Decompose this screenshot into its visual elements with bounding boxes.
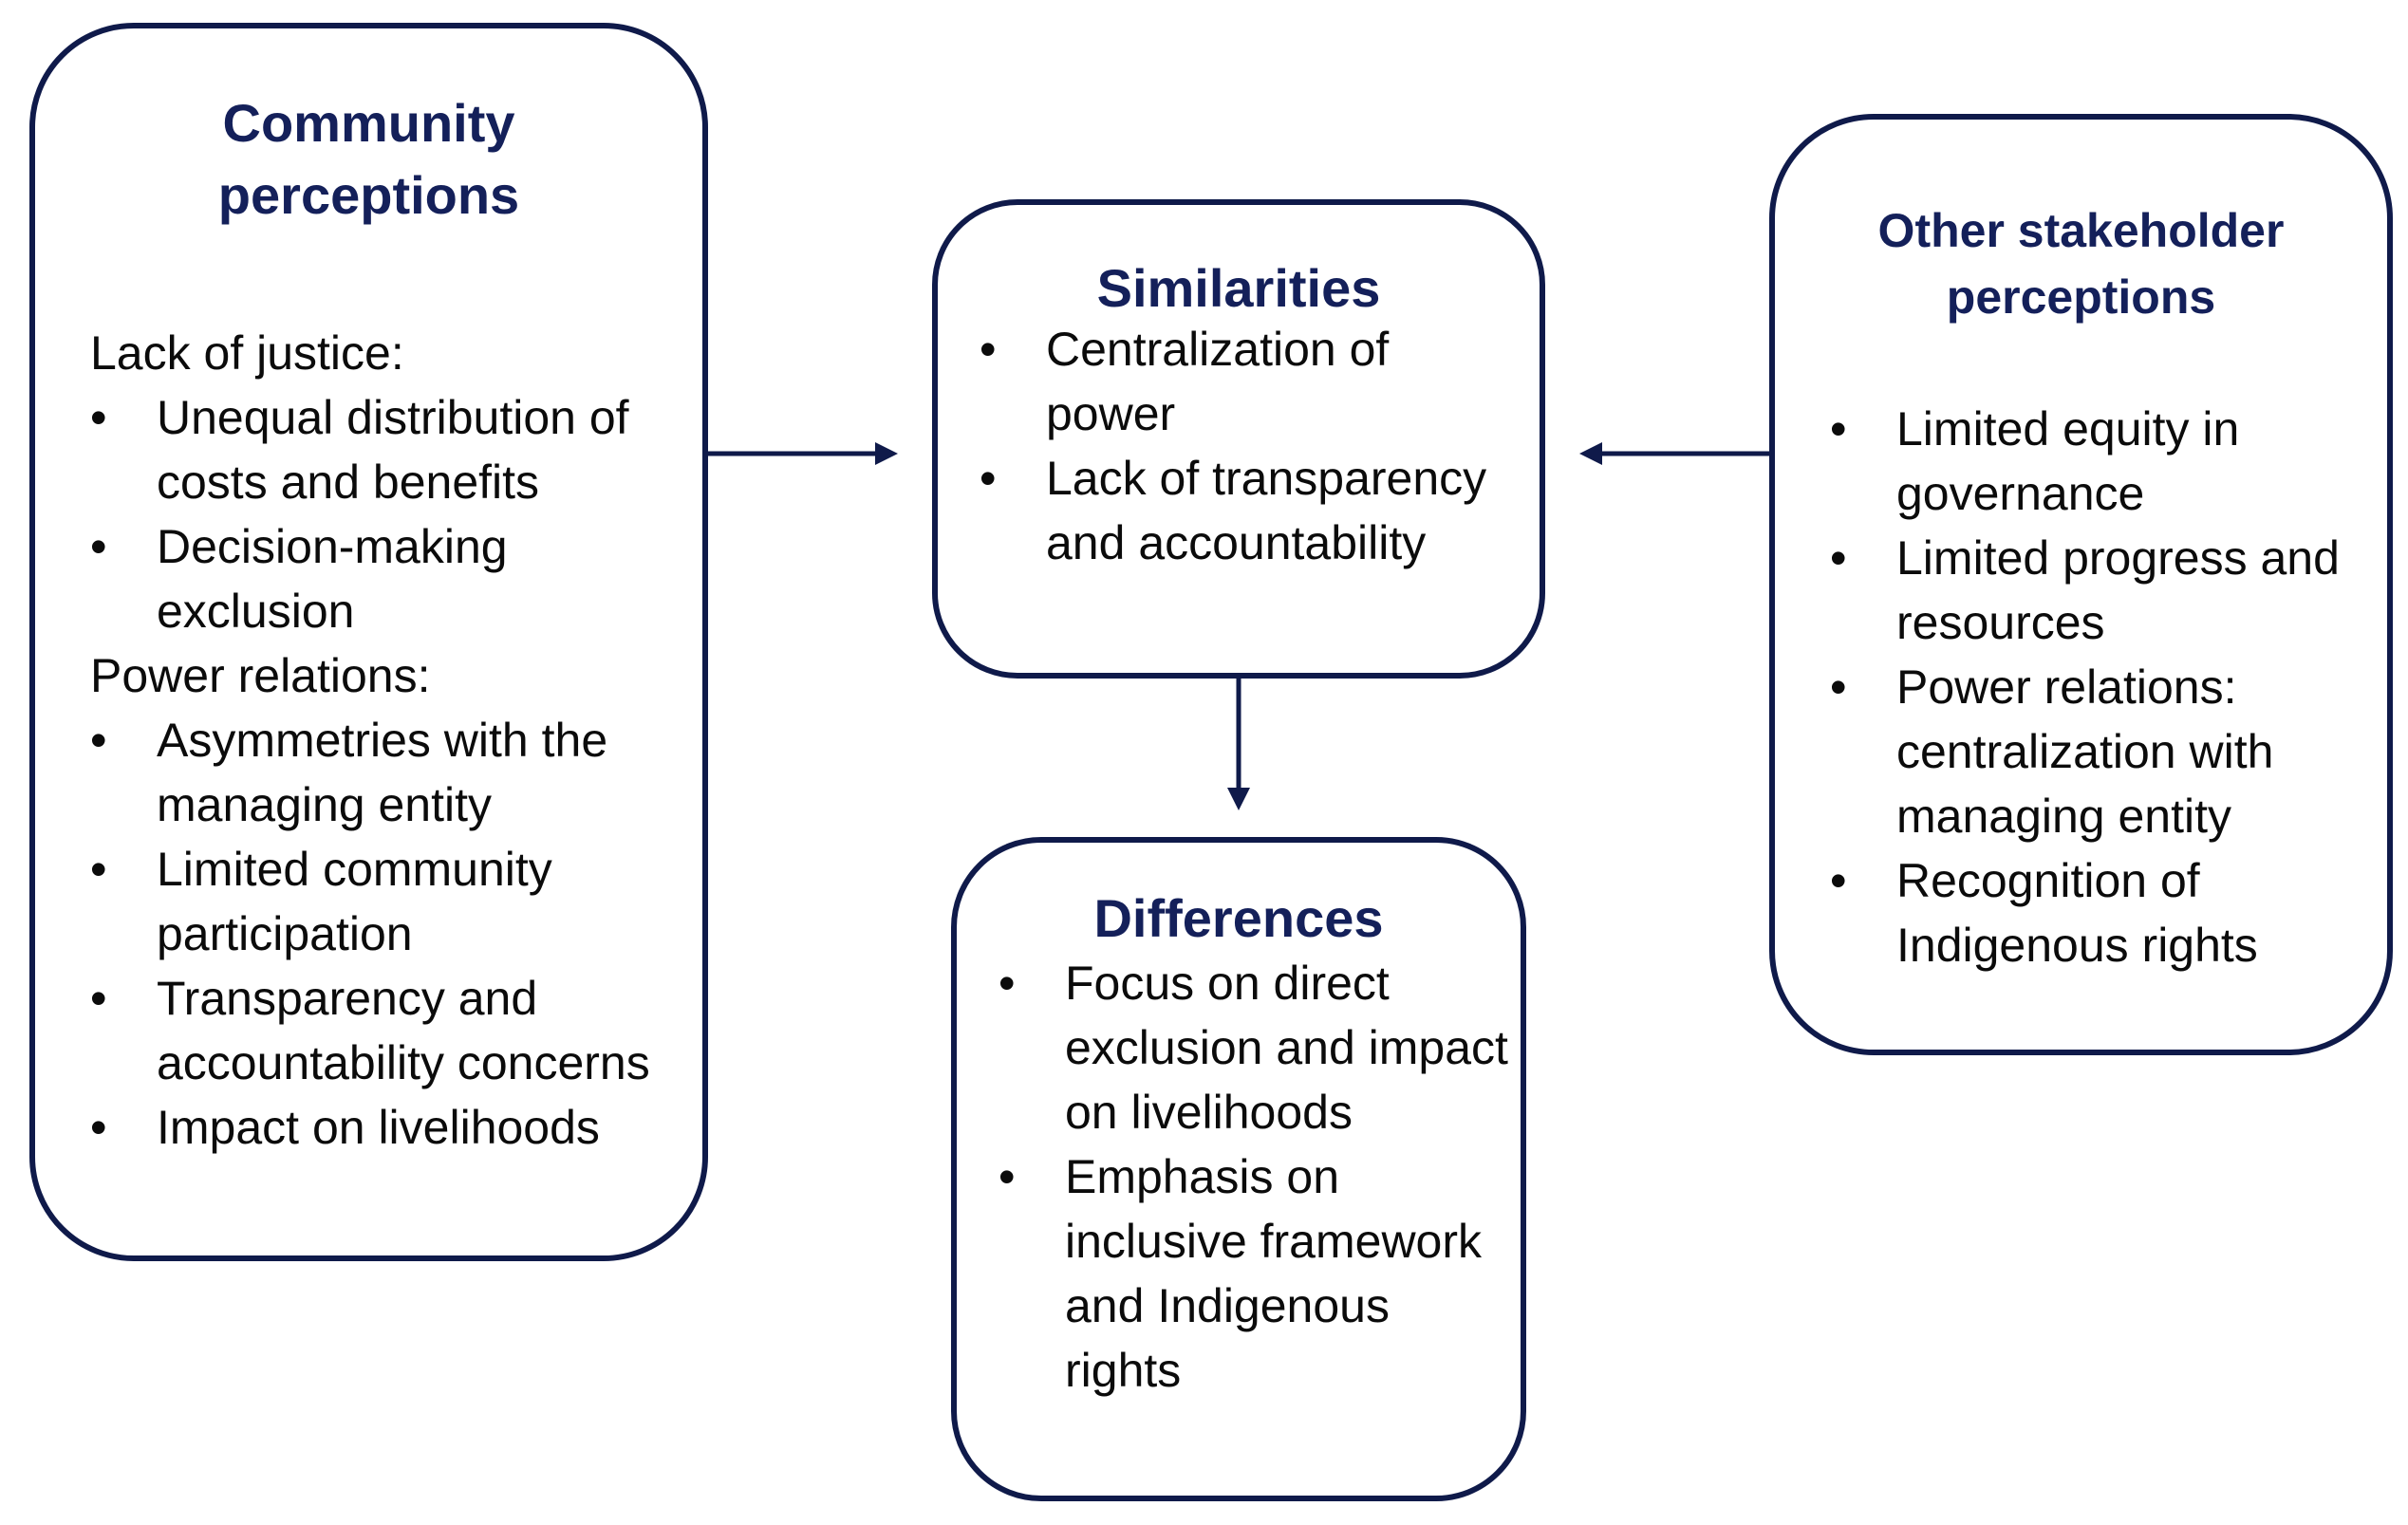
- community-title-line2: perceptions: [217, 164, 520, 225]
- bullet-icon: •: [90, 714, 107, 767]
- differences-content: • Focus on direct exclusion and impact on…: [999, 951, 1511, 1403]
- similarities-content: • Centralization of power • Lack of transp…: [980, 317, 1530, 575]
- bullet-icon: •: [90, 1101, 107, 1154]
- list-item-text: Emphasis on inclusive framework and Indi…: [1065, 1150, 1483, 1397]
- list-item: • Power relations: centralization with ma…: [1830, 655, 2378, 848]
- other-title: Other stakeholder perceptions: [1775, 197, 2387, 330]
- bullet-icon: •: [1830, 660, 1847, 714]
- community-title-line1: Community: [222, 93, 515, 153]
- differences-box: Differences • Focus on direct exclusion a…: [951, 837, 1526, 1501]
- bullet-icon: •: [90, 520, 107, 573]
- bullet-icon: •: [980, 452, 997, 505]
- bullet-icon: •: [999, 957, 1016, 1010]
- list-item: • Unequal distribution of costs and benef…: [90, 385, 683, 514]
- bullet-icon: •: [1830, 402, 1847, 456]
- community-title: Community perceptions: [35, 87, 702, 231]
- lack-of-justice-list: • Unequal distribution of costs and benef…: [90, 385, 683, 643]
- arrow-other-to-similarities: [1579, 442, 1769, 465]
- power-relations-list: • Asymmetries with the managing entity • L…: [90, 708, 683, 1160]
- similarities-title: Similarities: [1096, 258, 1381, 318]
- list-item-text: Limited progress and resources: [1896, 531, 2340, 649]
- list-item: • Focus on direct exclusion and impact on…: [999, 951, 1511, 1144]
- other-stakeholder-perceptions-box: Other stakeholder perceptions • Limited e…: [1769, 114, 2393, 1055]
- community-perceptions-box: Community perceptions Lack of justice: •…: [29, 23, 708, 1261]
- list-item: • Limited community participation: [90, 837, 683, 966]
- list-item: • Limited progress and resources: [1830, 526, 2378, 655]
- lack-of-justice-heading: Lack of justice:: [90, 326, 404, 380]
- list-item: • Lack of transparency and accountability: [980, 446, 1530, 575]
- list-item: • Recognition of Indigenous rights: [1830, 848, 2378, 977]
- list-item: • Impact on livelihoods: [90, 1095, 683, 1160]
- list-item-text: Limited equity in governance: [1896, 402, 2240, 520]
- list-item: • Decision-making exclusion: [90, 514, 683, 643]
- other-title-line1: Other stakeholder: [1877, 204, 2285, 257]
- list-item: • Emphasis on inclusive framework and Ind…: [999, 1144, 1511, 1403]
- bullet-icon: •: [1830, 854, 1847, 907]
- list-item-text: Power relations: centralization with man…: [1896, 660, 2274, 843]
- similarities-box: Similarities • Centralization of power • L…: [932, 199, 1545, 679]
- list-item: • Centralization of power: [980, 317, 1530, 446]
- bullet-icon: •: [90, 843, 107, 896]
- bullet-icon: •: [980, 323, 997, 376]
- power-relations-heading: Power relations:: [90, 649, 431, 702]
- list-item-text: Limited community participation: [157, 843, 552, 960]
- list-item-text: Asymmetries with the managing entity: [157, 714, 608, 831]
- list-item: • Limited equity in governance: [1830, 397, 2378, 526]
- list-item-text: Centralization of power: [1046, 323, 1390, 440]
- differences-list: • Focus on direct exclusion and impact on…: [999, 951, 1511, 1403]
- list-item-text: Lack of transparency and accountability: [1046, 452, 1487, 569]
- bullet-icon: •: [90, 972, 107, 1025]
- list-item: • Transparency and accountability concern…: [90, 966, 683, 1095]
- list-item-text: Focus on direct exclusion and impact on …: [1065, 957, 1508, 1139]
- arrow-similarities-to-differences: [1227, 679, 1250, 810]
- list-item-text: Decision-making exclusion: [157, 520, 508, 638]
- list-item: • Asymmetries with the managing entity: [90, 708, 683, 837]
- similarities-list: • Centralization of power • Lack of transp…: [980, 317, 1530, 575]
- differences-title: Differences: [1093, 888, 1384, 948]
- arrow-community-to-similarities: [708, 442, 898, 465]
- list-item-text: Recognition of Indigenous rights: [1896, 854, 2258, 972]
- list-item-text: Transparency and accountability concerns: [157, 972, 650, 1089]
- bullet-icon: •: [90, 391, 107, 444]
- other-content: • Limited equity in governance • Limited p…: [1830, 397, 2378, 977]
- other-list: • Limited equity in governance • Limited p…: [1830, 397, 2378, 977]
- other-title-line2: perceptions: [1946, 270, 2216, 324]
- community-content: Lack of justice: • Unequal distribution o…: [90, 321, 683, 1160]
- list-item-text: Unequal distribution of costs and benefi…: [157, 391, 629, 509]
- bullet-icon: •: [999, 1150, 1016, 1203]
- list-item-text: Impact on livelihoods: [157, 1101, 600, 1154]
- bullet-icon: •: [1830, 531, 1847, 585]
